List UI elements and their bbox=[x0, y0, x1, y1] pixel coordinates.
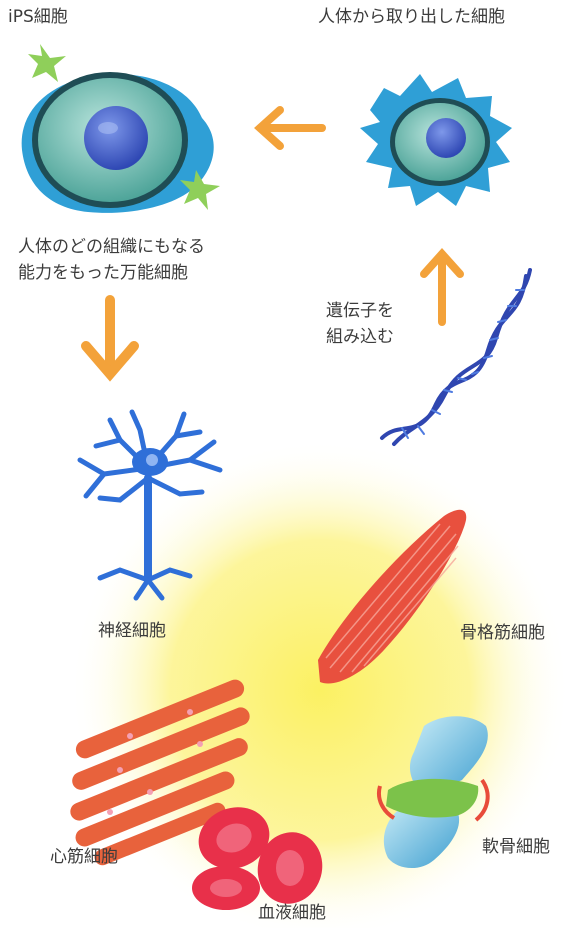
label-ips-desc-line1: 人体のどの組織にもなる bbox=[18, 236, 205, 258]
label-nerve-cell: 神経細胞 bbox=[98, 620, 166, 642]
arrow-left-icon bbox=[260, 110, 322, 146]
label-gene-line2: 組み込む bbox=[326, 326, 394, 348]
label-ips-desc-line2: 能力をもった万能細胞 bbox=[18, 262, 188, 284]
dna-helix-illustration bbox=[382, 270, 530, 444]
label-cartilage: 軟骨細胞 bbox=[482, 836, 550, 858]
source-cell-illustration bbox=[360, 74, 512, 206]
label-gene-line1: 遺伝子を bbox=[326, 300, 394, 322]
label-skeletal-muscle: 骨格筋細胞 bbox=[460, 622, 545, 644]
arrow-down-icon bbox=[86, 300, 134, 374]
label-source-cell: 人体から取り出した細胞 bbox=[318, 6, 505, 28]
label-blood-cell: 血液細胞 bbox=[258, 902, 326, 924]
label-ips-cell: iPS細胞 bbox=[8, 6, 68, 28]
ips-cell-illustration bbox=[22, 44, 220, 213]
arrow-up-icon bbox=[424, 254, 460, 322]
star-icon bbox=[28, 44, 66, 82]
label-cardiac-muscle: 心筋細胞 bbox=[50, 846, 118, 868]
